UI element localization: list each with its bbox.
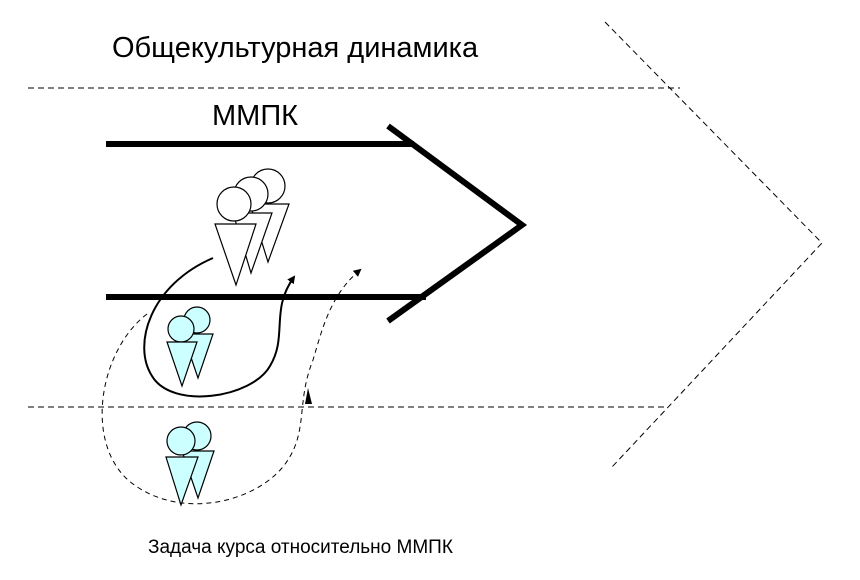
- dynamics-title: Общекультурная динамика: [112, 32, 479, 64]
- course-solid-path: [143, 257, 296, 398]
- chevron-outline: [604, 21, 823, 468]
- mmpk-arrow-head: [386, 123, 528, 324]
- mmpk-label: ММПК: [212, 100, 299, 132]
- person-group-icon: [214, 168, 290, 287]
- person-group-icon: [166, 306, 214, 388]
- outer-dynamics-chevron: [28, 21, 823, 468]
- course-dashed-path: [101, 268, 362, 505]
- person-group-icon: [165, 421, 215, 507]
- dashed-path-arrow-mark: [305, 388, 312, 404]
- diagram-caption: Задача курса относительно ММПК: [148, 537, 453, 558]
- mmpk-arrow-band: [106, 123, 528, 324]
